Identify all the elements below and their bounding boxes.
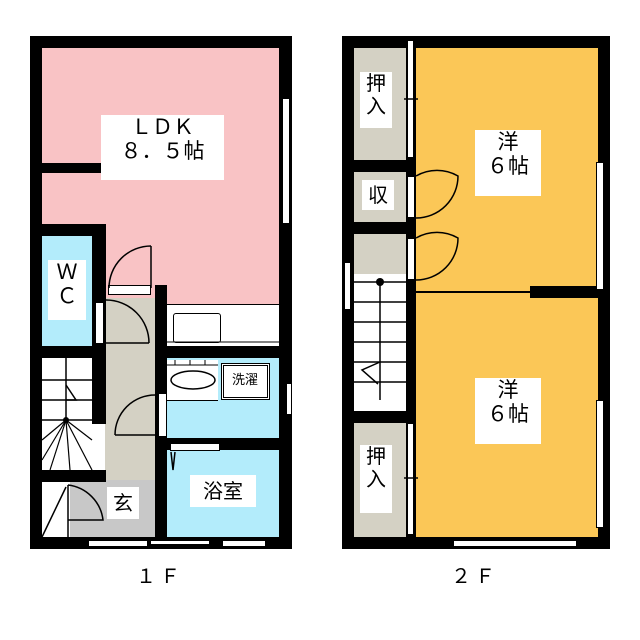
ldk-label: ＬＤＫ ８．５帖: [101, 115, 224, 180]
wall: [30, 346, 106, 358]
storage-lower: [354, 234, 406, 274]
window: [596, 400, 604, 528]
wall: [155, 346, 292, 358]
window: [286, 383, 292, 415]
window: [596, 162, 604, 290]
closet-bottom-line1: 押: [366, 444, 386, 468]
closet-top-label: 押 入: [360, 72, 392, 128]
floor-1-plan: ＬＤＫ ８．５帖 Ｗ Ｃ 洗濯 浴室 玄 １Ｆ: [30, 36, 292, 588]
wall: [342, 411, 416, 423]
storage-label: 収: [362, 180, 394, 210]
western-bottom-line1: 洋: [497, 378, 519, 402]
window: [222, 540, 266, 547]
partition: [416, 291, 530, 293]
sliding-door: [407, 423, 414, 535]
wall: [342, 160, 416, 172]
floor-1-label: １Ｆ: [136, 564, 184, 588]
wc-line2: Ｃ: [56, 284, 78, 309]
wall: [406, 36, 416, 549]
window: [344, 262, 351, 310]
wall: [30, 470, 106, 482]
wall: [30, 36, 292, 48]
stairs-2f: [354, 274, 406, 411]
laundry-label: 洗濯: [231, 373, 258, 388]
sink: [173, 313, 221, 343]
window: [282, 98, 290, 224]
ldk-size: ８．５帖: [120, 139, 205, 164]
closet-top-line1: 押: [366, 71, 386, 95]
wc-line1: Ｗ: [56, 260, 78, 284]
window: [150, 540, 210, 545]
door-leaf: [158, 393, 167, 437]
wall: [342, 36, 610, 48]
western-bottom-label: 洋 ６帖: [475, 378, 541, 444]
western-top-line2: ６帖: [487, 154, 529, 179]
window: [88, 540, 148, 547]
bath-label: 浴室: [190, 475, 256, 507]
door-leaf: [170, 443, 220, 451]
closet-bottom-line2: 入: [366, 467, 386, 491]
wall: [342, 222, 416, 234]
wall: [30, 163, 102, 173]
ldk-name: ＬＤＫ: [131, 115, 194, 139]
floor-2-label: ２Ｆ: [451, 564, 499, 588]
western-bottom-line2: ６帖: [487, 402, 529, 427]
door-leaf: [95, 302, 104, 344]
laundry-space: [221, 363, 270, 400]
door-leaf: [407, 238, 415, 280]
wall: [30, 224, 106, 236]
closet-top-line2: 入: [366, 94, 386, 118]
western-top-line1: 洋: [497, 130, 519, 154]
wc-label: Ｗ Ｃ: [48, 260, 86, 320]
sliding-door: [407, 40, 414, 158]
wall: [530, 286, 610, 298]
genkan-label: 玄: [107, 487, 139, 519]
closet-bottom-label: 押 入: [360, 445, 392, 513]
western-top-label: 洋 ６帖: [475, 130, 541, 196]
window: [453, 540, 577, 547]
door-leaf: [407, 176, 415, 218]
